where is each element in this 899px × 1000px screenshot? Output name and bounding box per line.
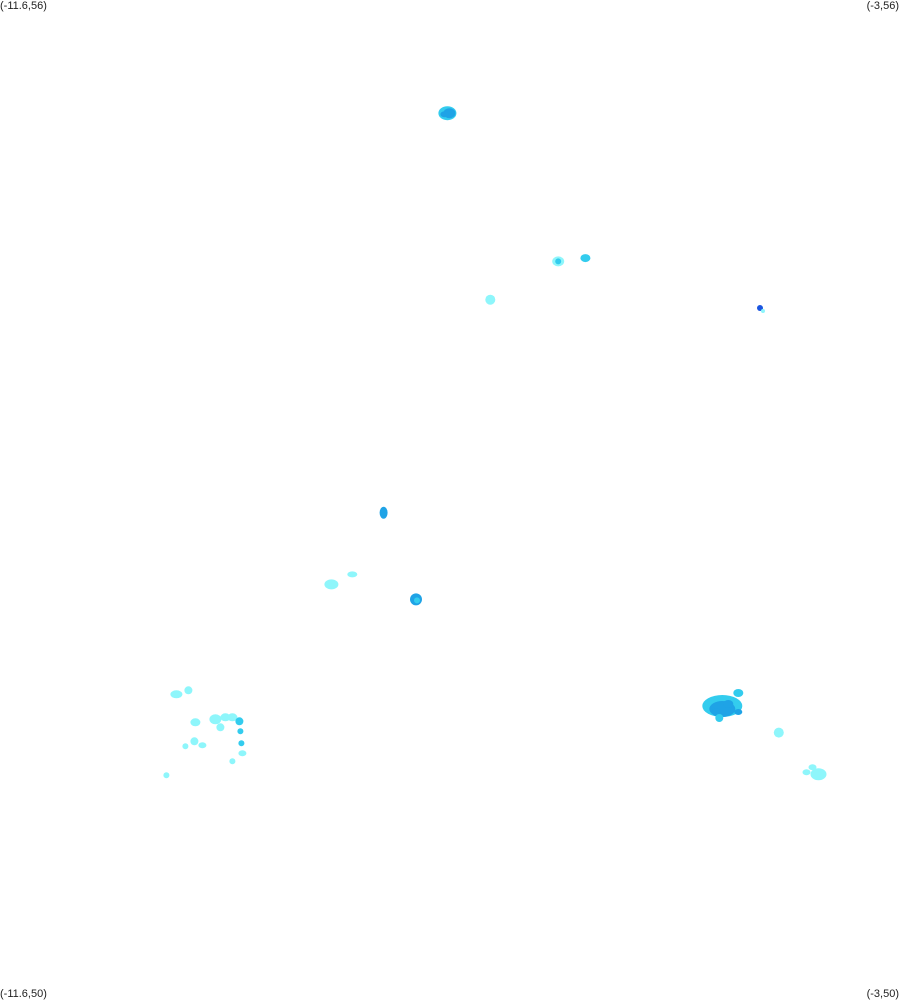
cluster-south-east-blob-6: [715, 714, 724, 722]
cluster-centre-2: [410, 593, 422, 606]
cluster-south-west-blob-15: [163, 772, 170, 779]
cluster-south-east-blob-2: [712, 708, 721, 716]
cluster-centre-1-blob-0: [379, 506, 388, 519]
cluster-south-west-blob-13: [229, 758, 236, 765]
cluster-south-west-blob-1: [184, 686, 193, 695]
cluster-south-west-blob-6: [227, 713, 238, 722]
cluster-south-west-blob-5: [216, 723, 225, 732]
corner-label-bottom-right: (-3,50): [866, 988, 899, 1000]
cluster-centre-west-blob-1: [326, 582, 335, 589]
cluster-far-south-east-blob-0: [810, 768, 827, 781]
cluster-south-west-blob-14: [238, 750, 247, 757]
cluster-north-east-2-blob-0: [580, 254, 591, 263]
corner-label-bottom-left: (-11.6,50): [0, 988, 47, 1000]
cell-far-east: [757, 305, 765, 313]
cluster-south-east: [702, 689, 744, 722]
cluster-north-east-1: [552, 256, 565, 267]
cluster-centre-2-blob-1: [414, 597, 420, 604]
cell-far-east-blob-0: [757, 305, 763, 311]
cluster-north-blob-2: [440, 111, 449, 118]
cluster-south-east-small-blob-0: [773, 727, 784, 738]
cluster-south-west-blob-4: [220, 713, 231, 722]
corner-label-top-right: (-3,56): [866, 0, 899, 12]
cluster-south-east-blob-5: [734, 709, 743, 715]
cluster-south-east-small: [773, 727, 784, 738]
cluster-centre-west-2-blob-0: [347, 571, 358, 578]
corner-label-top-left: (-11.6,56): [0, 0, 47, 12]
cluster-north-small-blob-0: [485, 294, 496, 305]
cluster-south-west-blob-2: [190, 718, 201, 727]
cluster-centre-1: [379, 506, 388, 519]
cluster-south-east-blob-3: [723, 700, 734, 708]
cluster-south-west-blob-8: [237, 728, 244, 735]
cluster-north-east-1-blob-1: [555, 258, 562, 265]
cluster-south-west-blob-10: [198, 742, 207, 749]
cluster-south-west-blob-3: [209, 714, 222, 725]
cluster-south-west-blob-12: [182, 743, 189, 750]
cluster-north-east-2: [580, 254, 591, 263]
cluster-south-west-blob-11: [190, 737, 199, 746]
cluster-south-west: [163, 686, 247, 779]
cluster-south-west-blob-9: [238, 740, 245, 747]
cell-far-east-blob-1: [761, 309, 765, 313]
cluster-south-east-blob-4: [733, 689, 744, 697]
cluster-centre-west-2: [347, 571, 358, 578]
cluster-south-west-blob-7: [235, 717, 244, 726]
cluster-north-small: [485, 294, 496, 305]
precipitation-echoes: [163, 106, 827, 781]
cluster-north: [438, 106, 457, 121]
cluster-far-south-east-blob-1: [802, 769, 811, 776]
cluster-far-south-east-blob-2: [808, 764, 817, 771]
cluster-centre-west: [324, 579, 339, 590]
cluster-far-south-east: [802, 764, 827, 781]
cluster-south-west-blob-0: [170, 690, 183, 699]
